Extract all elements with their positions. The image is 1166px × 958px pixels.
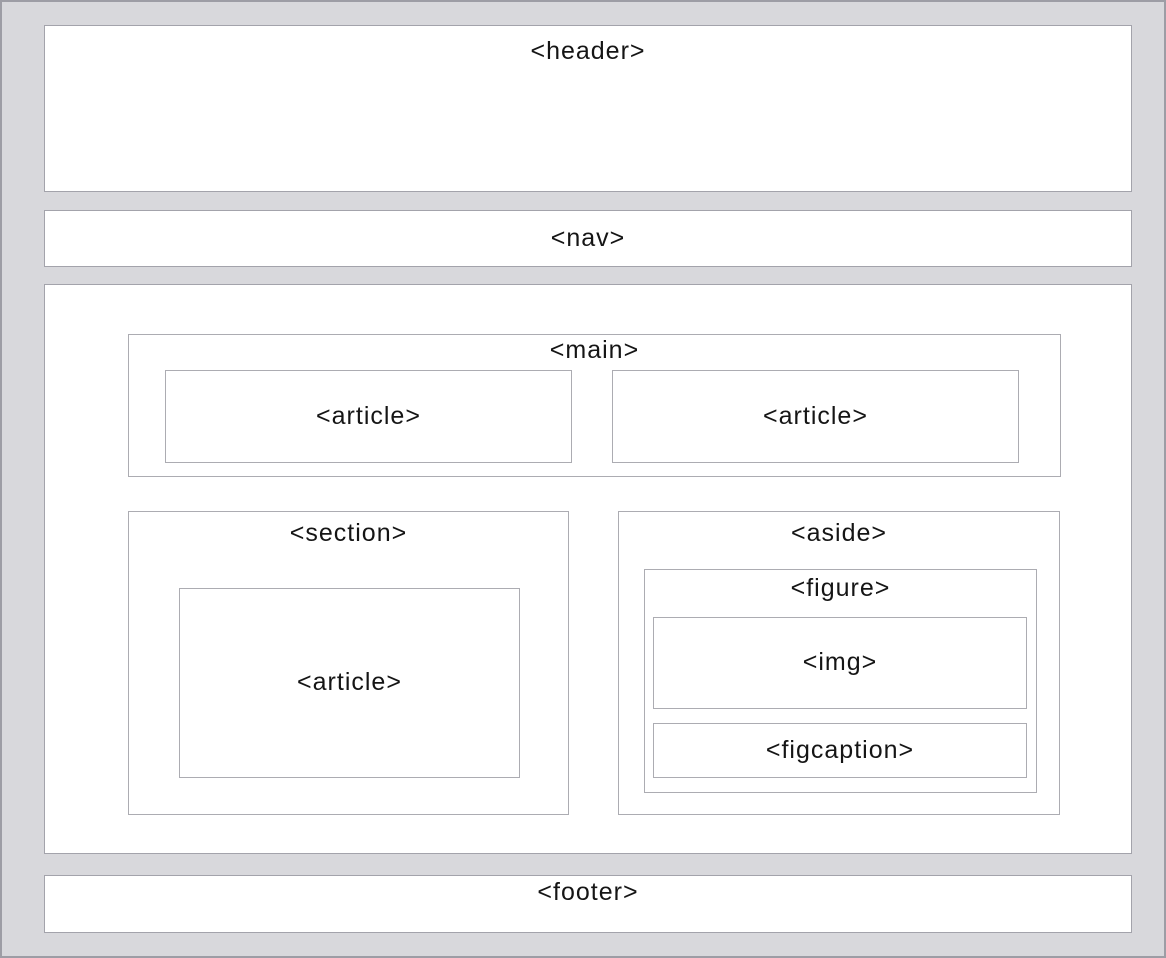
aside-label: <aside> [791, 519, 887, 547]
article-box-2: <article> [612, 370, 1019, 463]
nav-box: <nav> [44, 210, 1132, 267]
main-box: <main> <article> <article> [128, 334, 1061, 477]
img-box: <img> [653, 617, 1027, 709]
article-box-1: <article> [165, 370, 572, 463]
figcaption-box: <figcaption> [653, 723, 1027, 778]
section-label: <section> [289, 519, 408, 547]
nav-label: <nav> [550, 223, 626, 252]
main-label: <main> [549, 336, 640, 364]
article-label-3: <article> [297, 668, 402, 697]
footer-label: <footer> [537, 878, 639, 906]
section-box: <section> <article> [128, 511, 569, 815]
header-box: <header> [44, 25, 1132, 192]
aside-box: <aside> <figure> <img> <figcaption> [618, 511, 1060, 815]
img-label: <img> [802, 648, 878, 677]
article-label-2: <article> [763, 401, 868, 430]
figcaption-label: <figcaption> [765, 735, 915, 764]
article-label-1: <article> [316, 401, 421, 430]
figure-box: <figure> <img> <figcaption> [644, 569, 1037, 793]
content-wrapper-box: <main> <article> <article> <section> <ar… [44, 284, 1132, 854]
article-box-3: <article> [179, 588, 520, 778]
header-label: <header> [530, 37, 646, 65]
figure-label: <figure> [790, 574, 891, 602]
footer-box: <footer> [44, 875, 1132, 933]
